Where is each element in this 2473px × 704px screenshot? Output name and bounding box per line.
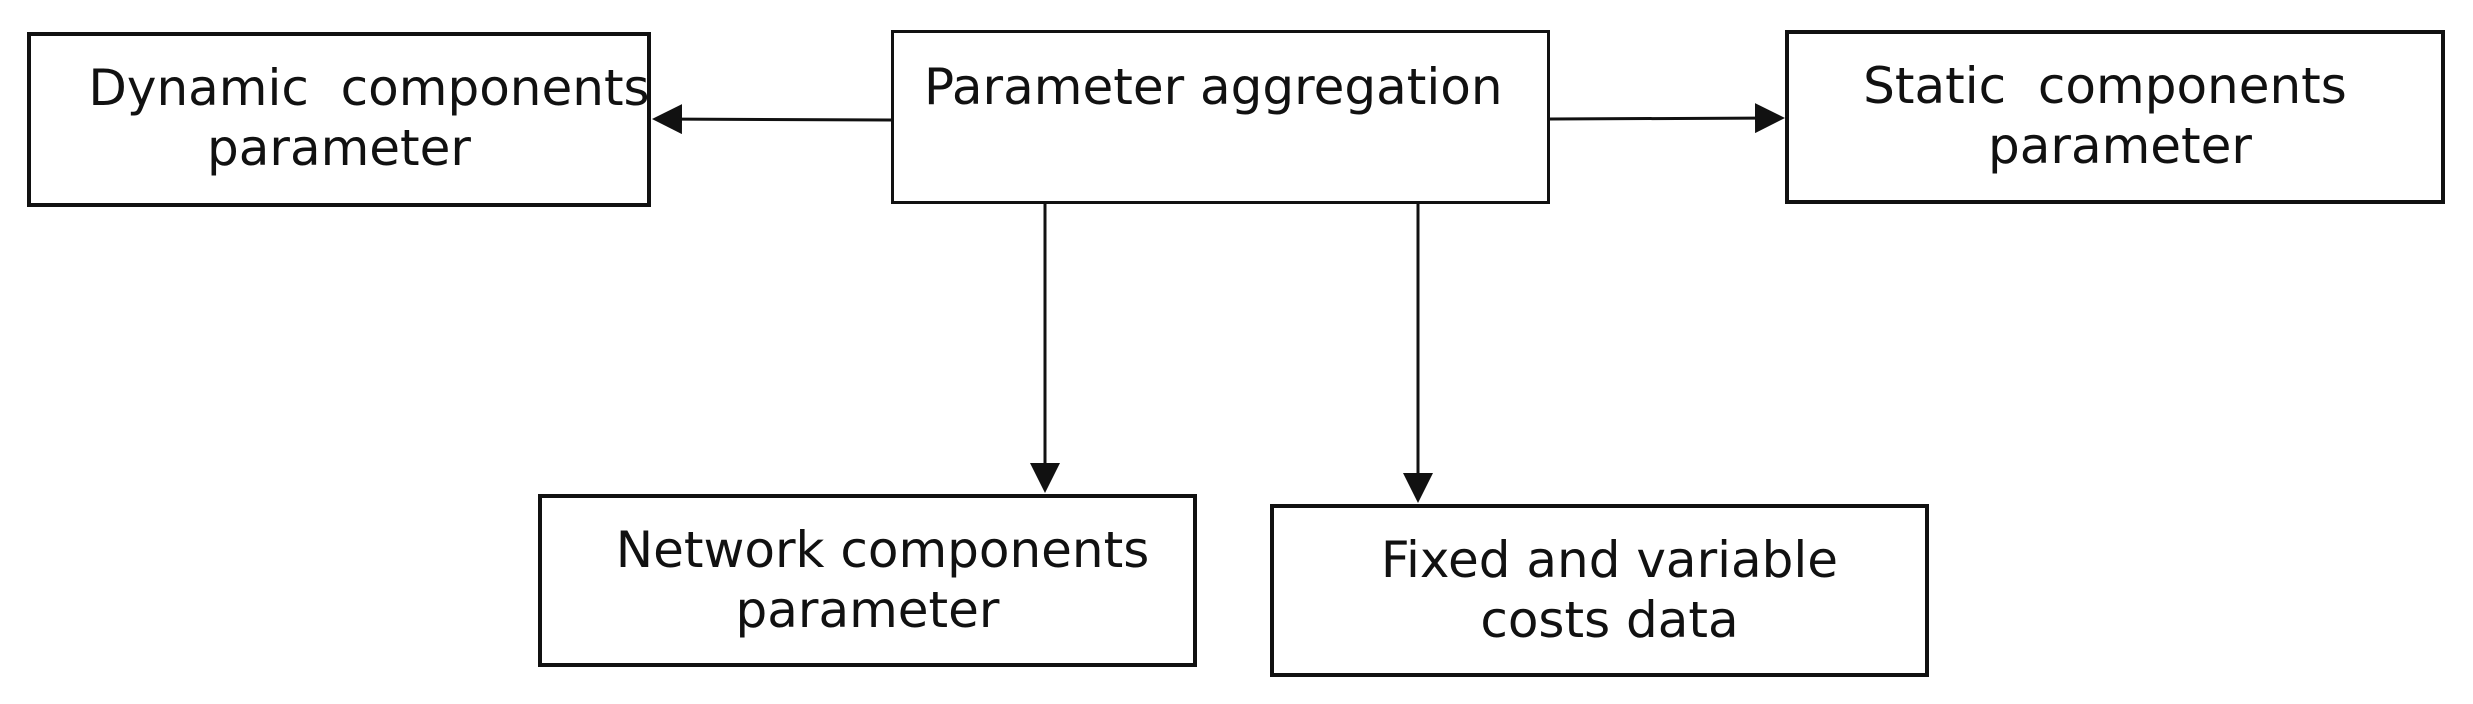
dynamic-components-label-line2: parameter: [207, 119, 471, 177]
dynamic-components-node: Dynamic components parameter: [27, 32, 651, 207]
fixed-variable-costs-label-line2: costs data: [1480, 591, 1739, 649]
fixed-variable-costs-node: Fixed and variable costs data: [1270, 504, 1929, 677]
parameter-aggregation-label: Parameter aggregation: [924, 58, 1503, 116]
arrow-to-dynamic: [652, 104, 892, 135]
fixed-variable-costs-label-line1: Fixed and variable: [1380, 531, 1839, 589]
dynamic-components-label-line1: Dynamic components: [88, 59, 650, 117]
network-components-label-line2: parameter: [735, 581, 1000, 639]
static-components-node: Static components parameter: [1785, 30, 2445, 204]
network-components-node: Network components parameter: [538, 494, 1197, 667]
arrow-to-static: [1549, 103, 1785, 134]
static-components-label-line2: parameter: [1988, 117, 2252, 175]
static-components-label-line1: Static components: [1863, 57, 2347, 115]
network-components-label-line1: Network components: [615, 521, 1150, 579]
parameter-aggregation-node: Parameter aggregation: [891, 30, 1550, 204]
